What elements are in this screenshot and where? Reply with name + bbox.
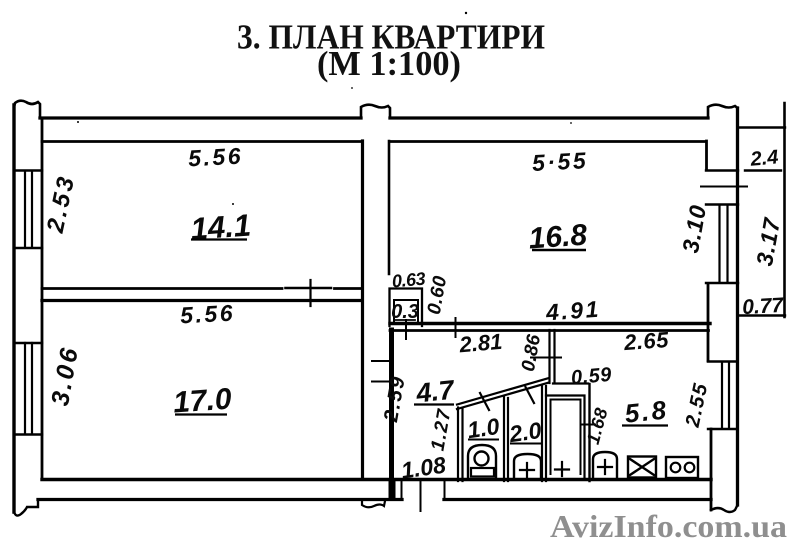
- svg-text:4.7: 4.7: [414, 374, 457, 408]
- svg-text:4.91: 4.91: [544, 296, 601, 326]
- svg-text:2.65: 2.65: [622, 327, 670, 355]
- svg-text:5.56: 5.56: [180, 300, 236, 329]
- svg-text:5.8: 5.8: [623, 394, 670, 428]
- svg-text:5.56: 5.56: [188, 143, 244, 172]
- svg-text:14.1: 14.1: [189, 207, 252, 246]
- svg-text:(М 1:100): (М 1:100): [317, 44, 461, 83]
- svg-text:0.59: 0.59: [570, 364, 613, 390]
- svg-text:3. ПЛАН КВАРТИРИ: 3. ПЛАН КВАРТИРИ: [237, 18, 545, 57]
- svg-text:0.77: 0.77: [742, 294, 785, 319]
- svg-text:2.4: 2.4: [749, 146, 780, 170]
- svg-text:1.08: 1.08: [399, 452, 447, 484]
- svg-text:2.0: 2.0: [507, 417, 543, 447]
- svg-text:2.81: 2.81: [457, 329, 503, 358]
- svg-text:17.0: 17.0: [172, 383, 233, 420]
- svg-text:0.63: 0.63: [391, 269, 426, 292]
- svg-text:1.0: 1.0: [466, 413, 501, 443]
- svg-text:AvizInfo.com.ua: AvizInfo.com.ua: [550, 508, 787, 539]
- svg-text:5·55: 5·55: [531, 147, 588, 176]
- svg-text:0.3: 0.3: [391, 301, 419, 323]
